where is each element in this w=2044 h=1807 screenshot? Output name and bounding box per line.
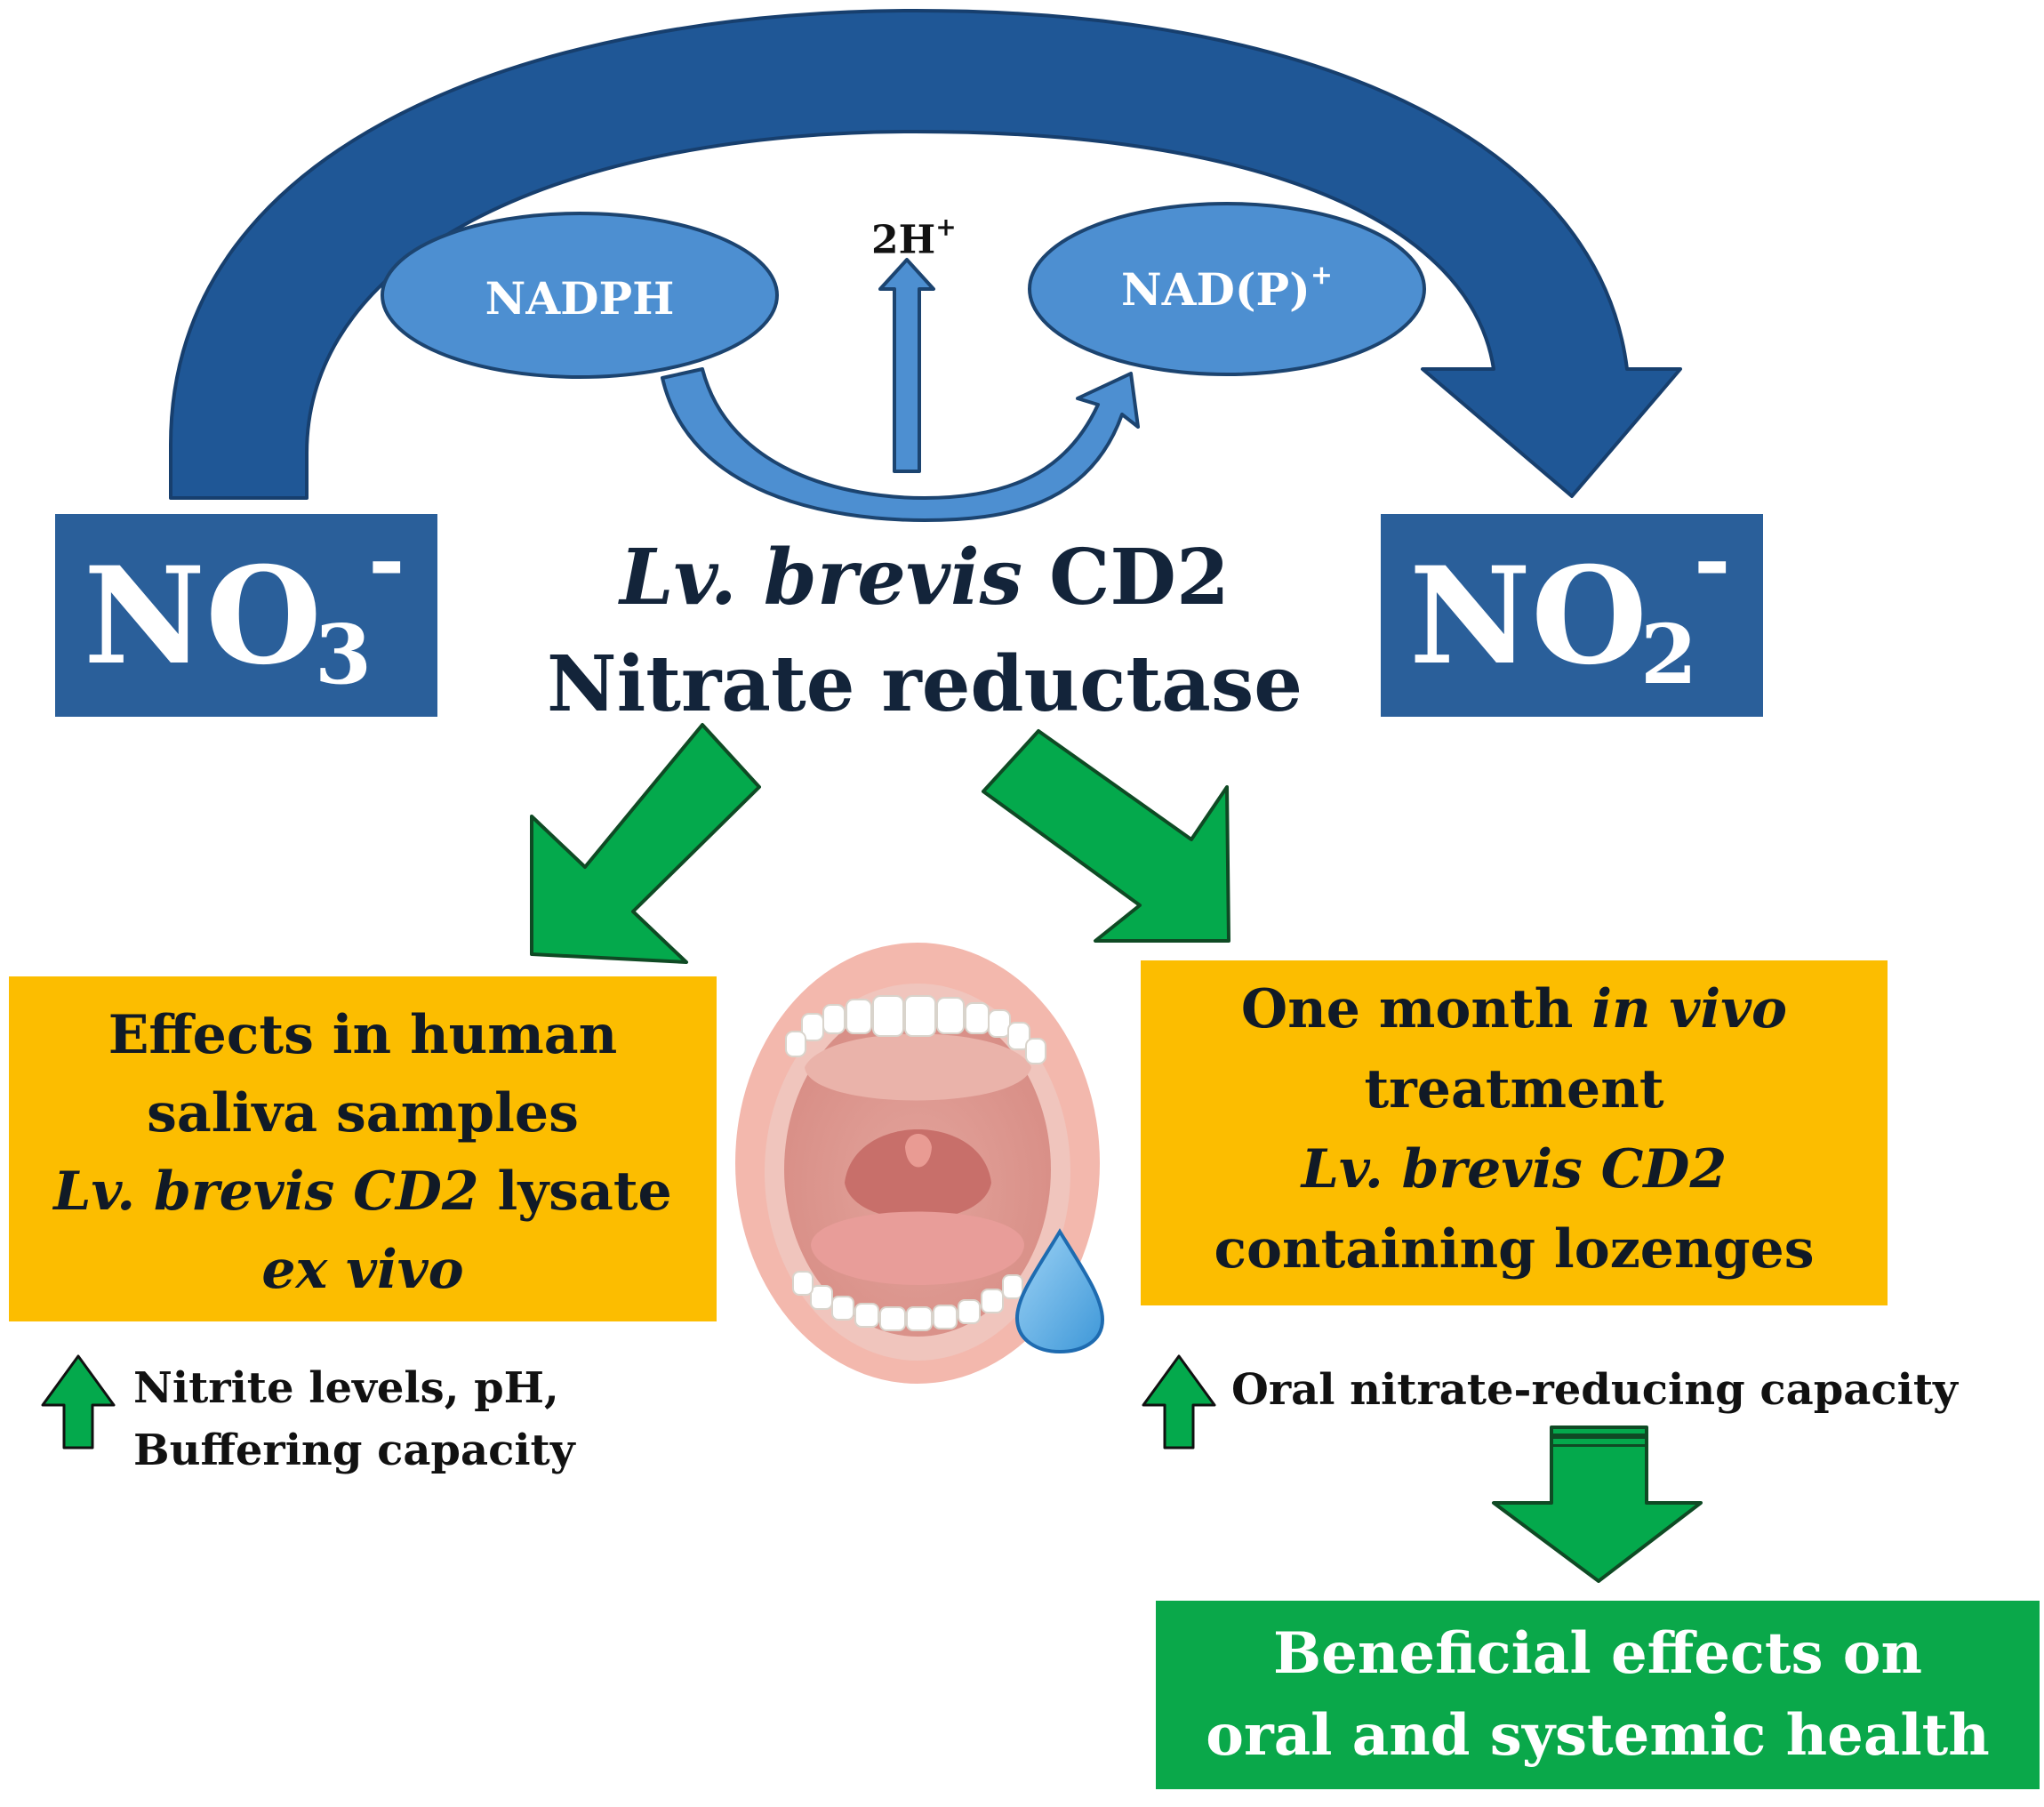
nitrate-box: NO 3 -	[55, 514, 437, 717]
left-result-line-2: Buffering capacity	[133, 1426, 575, 1475]
enzyme-organism: Lv. brevis	[620, 533, 1023, 622]
outcome-box: Beneficial effects on oral and systemic …	[1156, 1601, 2040, 1789]
nitrite-box: NO 2 -	[1381, 514, 1763, 717]
nadp-oval	[1028, 202, 1426, 376]
enzyme-title: Lv. brevis CD2 Nitrate reductase	[498, 525, 1351, 738]
saliva-drop-icon	[1014, 1228, 1105, 1354]
nitrate-subscript: 3	[315, 606, 373, 703]
left-result-line-1: Nitrite levels, pH,	[133, 1363, 559, 1413]
enzyme-organism-line: Lv. brevis CD2	[498, 525, 1351, 631]
left-box-line-2: saliva samples	[147, 1082, 579, 1144]
nitrate-symbol: NO	[84, 538, 322, 695]
proton-label: 2H+	[871, 213, 957, 263]
big-arc-arrow	[169, 9, 1682, 500]
right-box-line-1-italic: in vivo	[1591, 978, 1788, 1040]
proton-label-base: 2H	[871, 217, 936, 263]
right-experiment-text: One month in vivo treatment Lv. brevis C…	[1141, 969, 1888, 1289]
proton-label-charge: +	[935, 213, 957, 242]
right-box-line-3: Lv. brevis CD2	[1301, 1138, 1727, 1201]
right-box-line-4: containing lozenges	[1214, 1218, 1815, 1281]
left-result-up-arrow-icon	[41, 1354, 116, 1450]
right-branch-arrow	[982, 729, 1230, 943]
left-branch-arrow	[530, 723, 761, 964]
left-result-text: Nitrite levels, pH, Buffering capacity	[133, 1357, 575, 1482]
nitrite-subscript: 2	[1640, 606, 1698, 703]
right-box-line-2: treatment	[1364, 1058, 1664, 1120]
right-box-line-1: One month in vivo	[1141, 969, 1888, 1049]
right-result-text: Oral nitrate-reducing capacity	[1231, 1365, 1958, 1415]
left-experiment-text: Effects in human saliva samples Lv. brev…	[9, 996, 717, 1309]
nadph-oval	[381, 212, 779, 379]
outcome-line-2: oral and systemic health	[1206, 1702, 1990, 1769]
nadp-label: NAD(P)+	[1067, 260, 1387, 316]
outcome-text: Beneficial effects on oral and systemic …	[1156, 1613, 2040, 1777]
left-box-line-3: Lv. brevis CD2 lysate	[9, 1152, 717, 1231]
left-box-line-3-italic: Lv. brevis CD2	[53, 1160, 479, 1223]
nitrite-charge: -	[1694, 508, 1731, 613]
nitrite-symbol: NO	[1409, 538, 1647, 695]
right-result-up-arrow-icon	[1142, 1354, 1216, 1450]
nadp-label-charge: +	[1310, 260, 1333, 292]
enzyme-name: Nitrate reductase	[546, 639, 1303, 729]
big-arc-arrow-body	[169, 9, 1682, 500]
left-box-line-1: Effects in human	[108, 1004, 618, 1066]
left-box-line-3-plain: lysate	[478, 1160, 672, 1223]
open-mouth-icon	[735, 943, 1100, 1384]
left-box-line-4: ex vivo	[261, 1239, 464, 1301]
cofactor-arrow	[661, 367, 1140, 522]
proton-up-arrow	[878, 258, 935, 473]
nitrate-charge: -	[368, 508, 405, 613]
nadph-label: NADPH	[485, 272, 675, 325]
left-experiment-box: Effects in human saliva samples Lv. brev…	[9, 976, 717, 1321]
outcome-line-1: Beneficial effects on	[1273, 1620, 1922, 1687]
right-box-line-1-plain: One month	[1240, 978, 1592, 1040]
enzyme-strain: CD2	[1048, 533, 1230, 622]
right-experiment-box: One month in vivo treatment Lv. brevis C…	[1141, 960, 1888, 1305]
outcome-down-arrow	[1492, 1426, 1703, 1583]
nadp-label-base: NAD(P)	[1121, 263, 1311, 316]
